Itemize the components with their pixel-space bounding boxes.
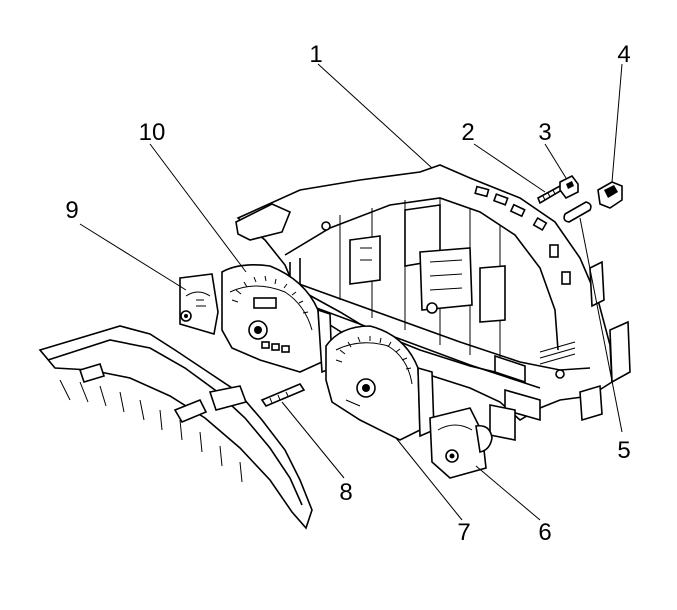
tachometer: [221, 264, 333, 374]
callout-10: 10: [139, 119, 166, 146]
speedometer: [325, 325, 435, 441]
callout-3: 3: [538, 119, 551, 146]
screw: [536, 184, 564, 205]
callout-9: 9: [65, 197, 78, 224]
bulb-socket: [559, 174, 579, 200]
callout-6: 6: [538, 519, 551, 546]
lamp: [563, 201, 592, 223]
small-gauge: [179, 273, 219, 336]
cluster-housing: [235, 164, 631, 441]
leader-lines: [79, 63, 623, 521]
fuel-gauge: [429, 407, 493, 479]
callout-5: 5: [617, 437, 630, 464]
callout-4: 4: [617, 41, 630, 68]
callout-8: 8: [339, 479, 352, 506]
cluster-lens: [38, 325, 313, 530]
bulb-holder: [597, 181, 623, 209]
callout-2: 2: [461, 119, 474, 146]
connector-pin: [260, 383, 306, 407]
callout-1: 1: [309, 41, 322, 68]
callout-labels: 1 2 3 4 5 6 7 8 9 10: [65, 41, 630, 546]
callout-7: 7: [457, 519, 470, 546]
